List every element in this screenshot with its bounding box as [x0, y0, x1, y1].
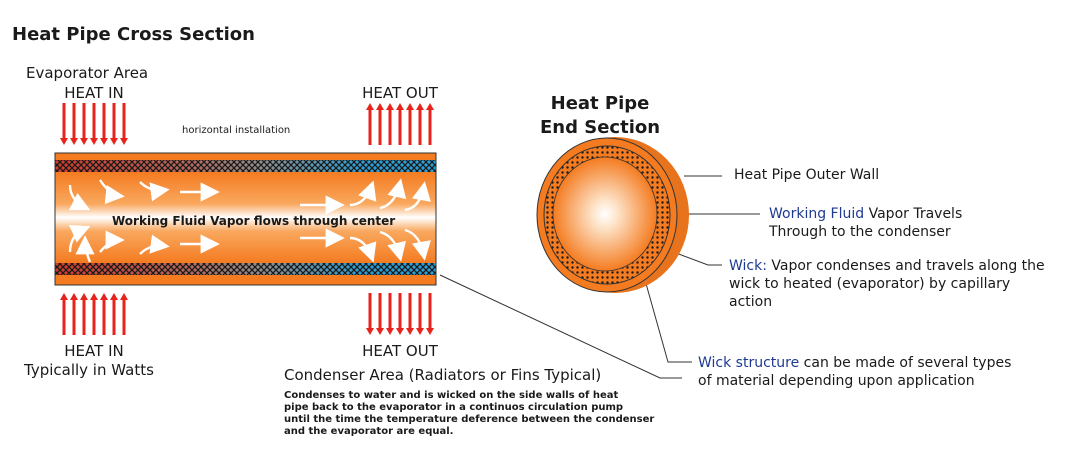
heat-arrow: [100, 103, 108, 145]
heat-in-top-arrows-set: [60, 103, 128, 145]
condenser-desc-line: Condenses to water and is wicked on the …: [284, 390, 619, 401]
vapor-flow-arrows: [68, 178, 431, 263]
working-fluid-highlight: Working Fluid: [769, 206, 865, 222]
wick-line2: wick to heated (evaporator) by capillary: [729, 276, 1011, 292]
working-fluid-callout: Working Fluid Vapor Travels Through to t…: [769, 205, 962, 241]
horizontal-installation-label: horizontal installation: [182, 125, 291, 136]
end-section-graphic: [536, 137, 689, 293]
heat-arrow: [366, 293, 374, 335]
heat-arrow: [120, 293, 128, 335]
heat-out-top-label: HEAT OUT: [362, 84, 438, 102]
heat-arrow: [60, 103, 68, 145]
heat-in-bottom-label: HEAT IN: [64, 342, 124, 360]
heat-arrow: [416, 103, 424, 145]
condenser-area-label: Condenser Area (Radiators or Fins Typica…: [284, 366, 602, 384]
heat-arrow: [90, 103, 98, 145]
wick-structure-callout: Wick structure can be made of several ty…: [698, 354, 1011, 390]
heat-arrow: [80, 293, 88, 335]
heat-arrow: [416, 293, 424, 335]
heat-arrow: [426, 293, 434, 335]
page-title: Heat Pipe Cross Section: [12, 24, 255, 45]
heat-arrow: [110, 103, 118, 145]
heat-arrow: [386, 293, 394, 335]
heat-arrow: [406, 103, 414, 145]
evaporator-area-label: Evaporator Area: [26, 64, 149, 82]
end-section-title-line1: Heat Pipe: [550, 93, 650, 114]
wick-structure-line2: of material depending upon application: [698, 373, 975, 389]
heat-arrow: [100, 293, 108, 335]
heat-out-bottom-label: HEAT OUT: [362, 342, 438, 360]
heat-arrow: [80, 103, 88, 145]
heat-arrow: [70, 293, 78, 335]
heat-out-bottom-arrows-set: [366, 293, 434, 335]
heat-out-top-arrows-set: [366, 103, 434, 145]
condenser-description: Condenses to water and is wicked on the …: [284, 390, 654, 438]
wick-structure-highlight: Wick structure: [698, 355, 800, 371]
working-fluid-line2: Through to the condenser: [769, 224, 951, 240]
heat-arrow: [396, 293, 404, 335]
heat-arrow: [120, 103, 128, 145]
heat-arrow: [376, 293, 384, 335]
heat-arrow: [386, 103, 394, 145]
condenser-desc-line: until the time the temperature deference…: [284, 414, 655, 425]
wick-text: Vapor condenses and travels along the: [766, 258, 1045, 274]
heat-arrow: [396, 103, 404, 145]
wick-line3: action: [729, 294, 773, 310]
wick-structure-text: can be made of several types: [799, 355, 1012, 371]
heat-in-bottom-arrows-set: [60, 293, 128, 335]
vapor-flow-label: Working Fluid Vapor flows through center: [112, 214, 396, 228]
condenser-desc-line: pipe back to the evaporator in a continu…: [284, 402, 624, 413]
heat-arrow: [60, 293, 68, 335]
heat-arrow: [366, 103, 374, 145]
condenser-desc-line: and the evaporator are equal.: [284, 426, 454, 437]
wick-callout: Wick: Vapor condenses and travels along …: [729, 257, 1045, 311]
typically-watts-label: Typically in Watts: [24, 361, 154, 379]
heat-in-top-label: HEAT IN: [64, 84, 124, 102]
heat-arrow: [376, 103, 384, 145]
heat-arrow: [110, 293, 118, 335]
wick-highlight: Wick:: [729, 258, 767, 274]
heat-arrow: [426, 103, 434, 145]
working-fluid-text: Vapor Travels: [864, 206, 963, 222]
end-section-title: Heat Pipe End Section: [540, 92, 660, 140]
outer-wall-callout: Heat Pipe Outer Wall: [734, 167, 880, 183]
heat-arrow: [90, 293, 98, 335]
heat-arrow: [70, 103, 78, 145]
heat-arrow: [406, 293, 414, 335]
end-section-title-line2: End Section: [540, 117, 661, 138]
